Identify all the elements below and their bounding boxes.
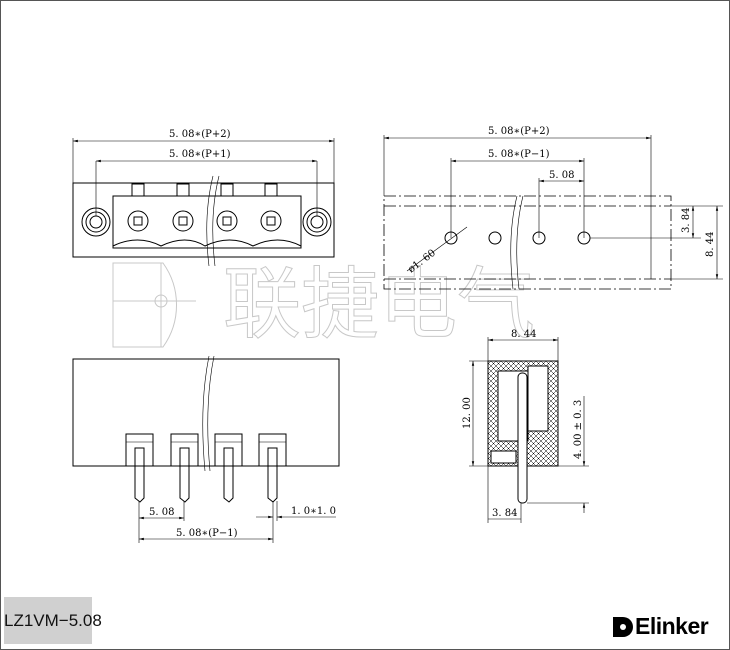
terminal-screws (112, 183, 302, 247)
dim-pcb-pitch: 5. 08 (549, 170, 574, 181)
dim-depth: 8. 44 (705, 232, 716, 257)
dim-side-width: 8. 44 (511, 329, 536, 340)
dim-front-pitch: 5. 08 (149, 507, 174, 518)
brand-mark-icon (613, 616, 633, 637)
dim-pin-size: 1. 0∗1. 0 (291, 506, 336, 517)
pcb-layout-view: 5. 08∗(P+2) 5. 08∗(P−1) 5. 08 ø1. 60 3. … (383, 126, 723, 290)
watermark: 联捷电气 (112, 260, 536, 351)
svg-text:联捷电气: 联捷电气 (223, 260, 535, 350)
dim-pcb-p2: 5. 08∗(P+2) (488, 126, 550, 137)
dim-top-p2: 5. 08∗(P+2) (169, 129, 231, 140)
side-view: 8. 44 12. 00 4. 00 ± 0. 3 3. 84 (462, 329, 589, 523)
dim-side-offset: 3. 84 (492, 508, 517, 519)
dim-row: 3. 84 (681, 208, 692, 233)
dim-front-pm1: 5. 08∗(P−1) (176, 528, 238, 539)
brand-logo: Elinker (613, 613, 709, 640)
dim-pcb-pm1: 5. 08∗(P−1) (488, 149, 550, 160)
front-view: 5. 08 5. 08∗(P−1) 1. 0∗1. 0 (72, 355, 340, 543)
dim-pin-length: 4. 00 ± 0. 3 (573, 400, 584, 459)
pins (125, 433, 287, 503)
dim-side-height: 12. 00 (462, 397, 473, 429)
model-label: LZ1VM−5.08 (4, 597, 102, 644)
brand-name: Elinker (635, 613, 709, 639)
dim-top-p1: 5. 08∗(P+1) (169, 149, 231, 160)
top-view: 5. 08∗(P+2) 5. 08∗(P+1) (72, 129, 335, 267)
